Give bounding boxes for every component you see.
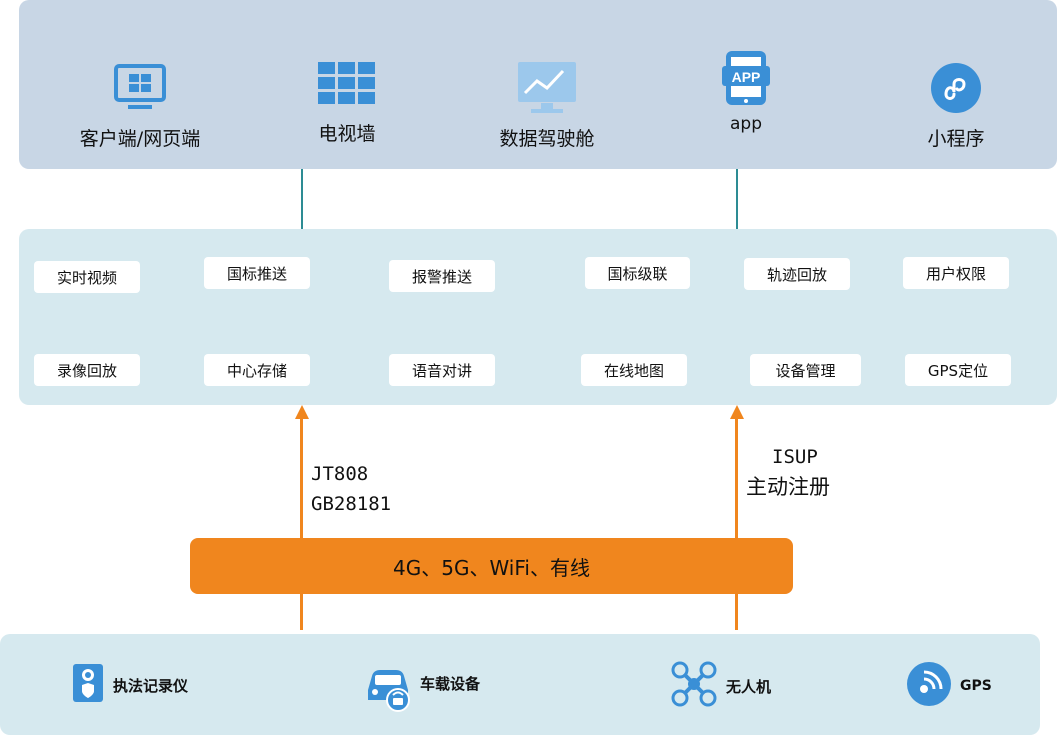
device-label: 无人机 [726, 677, 772, 696]
device-gps[interactable]: GPS [906, 661, 992, 711]
device-body-camera[interactable]: 执法记录仪 [71, 662, 188, 708]
device-vehicle[interactable]: 车载设备 [364, 662, 480, 716]
arrow-head [295, 405, 309, 419]
network-bar: 4G、5G、WiFi、有线 [190, 538, 793, 594]
client-label: 数据驾驶舱 [499, 128, 595, 150]
client-app[interactable]: APP app [656, 50, 836, 134]
service-track-playback[interactable]: 轨迹回放 [744, 258, 850, 290]
protocol-jt808: JT808 [311, 463, 369, 485]
devices-panel [0, 634, 1040, 735]
protocol-isup: ISUP [772, 446, 818, 468]
device-label: 执法记录仪 [113, 676, 189, 695]
service-gb-cascade[interactable]: 国标级联 [585, 257, 690, 289]
monitor-icon [50, 60, 230, 116]
service-record-playback[interactable]: 录像回放 [34, 354, 140, 386]
body-camera-icon [71, 662, 105, 708]
protocol-active-register: 主动注册 [746, 475, 830, 499]
service-alarm-push[interactable]: 报警推送 [389, 260, 495, 292]
arrow-head [730, 405, 744, 419]
service-realtime-video[interactable]: 实时视频 [34, 261, 140, 293]
service-device-management[interactable]: 设备管理 [750, 354, 861, 386]
client-mini-program[interactable]: 小程序 [866, 60, 1046, 151]
service-online-map[interactable]: 在线地图 [581, 354, 687, 386]
client-label: app [730, 114, 762, 134]
connector-line [736, 169, 738, 229]
gps-icon [906, 661, 952, 711]
app-phone-icon: APP [656, 50, 836, 106]
device-label: GPS [960, 678, 992, 694]
protocol-gb28181: GB28181 [311, 493, 392, 515]
client-data-cockpit[interactable]: 数据驾驶舱 [457, 60, 637, 151]
dashboard-chart-icon [457, 60, 637, 116]
client-label: 客户端/网页端 [79, 128, 201, 150]
arrow-shaft [735, 418, 738, 630]
client-video-wall[interactable]: 电视墙 [257, 55, 437, 146]
service-gps-location[interactable]: GPS定位 [905, 354, 1011, 386]
drone-icon [670, 660, 718, 712]
svg-text:APP: APP [732, 69, 761, 85]
client-desktop-web[interactable]: 客户端/网页端 [50, 60, 230, 151]
client-label: 电视墙 [318, 123, 376, 145]
mini-program-icon [866, 60, 1046, 116]
arrow-shaft [300, 418, 303, 630]
device-drone[interactable]: 无人机 [670, 660, 771, 712]
service-central-storage[interactable]: 中心存储 [204, 354, 310, 386]
client-label: 小程序 [927, 128, 985, 150]
device-label: 车载设备 [420, 674, 481, 693]
service-user-permission[interactable]: 用户权限 [903, 257, 1009, 289]
service-voice-intercom[interactable]: 语音对讲 [389, 354, 495, 386]
protocol-labels-right: ISUP 主动注册 [746, 442, 830, 502]
vehicle-device-icon [364, 662, 412, 716]
video-wall-icon [257, 55, 437, 111]
connector-line [301, 169, 303, 229]
service-gb-push[interactable]: 国标推送 [204, 257, 310, 289]
protocol-labels-left: JT808 GB28181 [311, 459, 391, 519]
network-label: 4G、5G、WiFi、有线 [393, 555, 590, 580]
services-panel [19, 229, 1057, 405]
